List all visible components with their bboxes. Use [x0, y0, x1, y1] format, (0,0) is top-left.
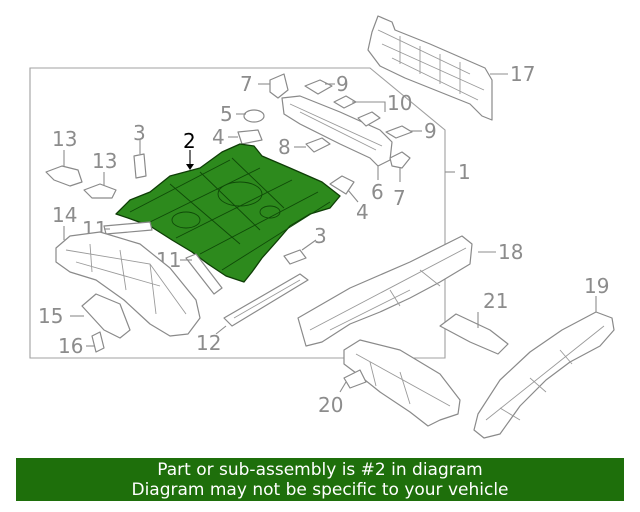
callout-13b[interactable]: 13: [92, 149, 117, 173]
callout-16[interactable]: 16: [58, 334, 83, 358]
part-21-bracket: [439, 313, 509, 355]
info-banner: Part or sub-assembly is #2 in diagram Di…: [16, 458, 624, 501]
part-18-rail: [297, 235, 473, 347]
callout-5[interactable]: 5: [220, 102, 233, 126]
callout-7a[interactable]: 7: [240, 72, 253, 96]
part-13-bracket-a: [45, 165, 83, 187]
part-8-bracket: [305, 137, 331, 153]
part-19-side-rail: [473, 311, 615, 439]
part-3-bracket-top: [133, 153, 147, 179]
part-7-bracket-right: [389, 151, 411, 169]
callout-3b[interactable]: 3: [314, 224, 327, 248]
callout-1[interactable]: 1: [458, 160, 471, 184]
part-11-strip-a: [103, 221, 153, 235]
part-9-bracket-right: [385, 125, 413, 139]
callout-3a[interactable]: 3: [133, 121, 146, 145]
callout-2-arrowhead: [186, 164, 194, 170]
part-3-bracket-right: [283, 249, 307, 265]
part-10-bracket-b: [357, 111, 381, 127]
banner-line-1: Part or sub-assembly is #2 in diagram: [157, 460, 483, 480]
callout-4b-leader: [347, 189, 359, 203]
callout-18[interactable]: 18: [498, 240, 523, 264]
part-11-strip-b: [185, 253, 223, 295]
callout-10-leader: [352, 101, 386, 112]
part-9-bracket-top: [304, 79, 333, 95]
callout-8[interactable]: 8: [278, 135, 291, 159]
banner-line-2: Diagram may not be specific to your vehi…: [131, 480, 509, 500]
part-20-lower-rail: [343, 339, 461, 427]
part-13-bracket-b: [83, 183, 117, 199]
part-14-side-rail: [55, 231, 201, 337]
callout-14[interactable]: 14: [52, 203, 77, 227]
part-4-bracket-right: [329, 175, 355, 195]
callout-4b[interactable]: 4: [356, 200, 369, 224]
callout-13a[interactable]: 13: [52, 127, 77, 151]
parts-diagram: 1 17 6 7 9 10 9 7 5 4 8 4: [29, 15, 615, 439]
callout-20-leader: [339, 381, 347, 393]
callout-4a[interactable]: 4: [212, 125, 225, 149]
callout-3b-leader: [301, 239, 317, 251]
part-4-bracket-top: [237, 129, 263, 145]
callout-20[interactable]: 20: [318, 393, 343, 417]
part-6-crossmember: [281, 95, 393, 167]
part-15-bracket: [81, 293, 131, 339]
callout-9b[interactable]: 9: [424, 119, 437, 143]
callout-10[interactable]: 10: [387, 91, 412, 115]
part-7-bracket-top: [269, 73, 289, 99]
callout-6[interactable]: 6: [371, 180, 384, 204]
callout-2[interactable]: 2: [183, 129, 196, 153]
callout-21[interactable]: 21: [483, 289, 508, 313]
callout-9a[interactable]: 9: [336, 72, 349, 96]
callout-12-leader: [215, 325, 227, 335]
part-5-plug: [243, 109, 265, 123]
part-17-rear-panel: [367, 15, 493, 121]
callout-19[interactable]: 19: [584, 274, 609, 298]
part-16-clip: [91, 331, 105, 353]
callout-15[interactable]: 15: [38, 304, 63, 328]
callout-12[interactable]: 12: [196, 331, 221, 355]
callout-17[interactable]: 17: [510, 62, 535, 86]
callout-7b[interactable]: 7: [393, 186, 406, 210]
